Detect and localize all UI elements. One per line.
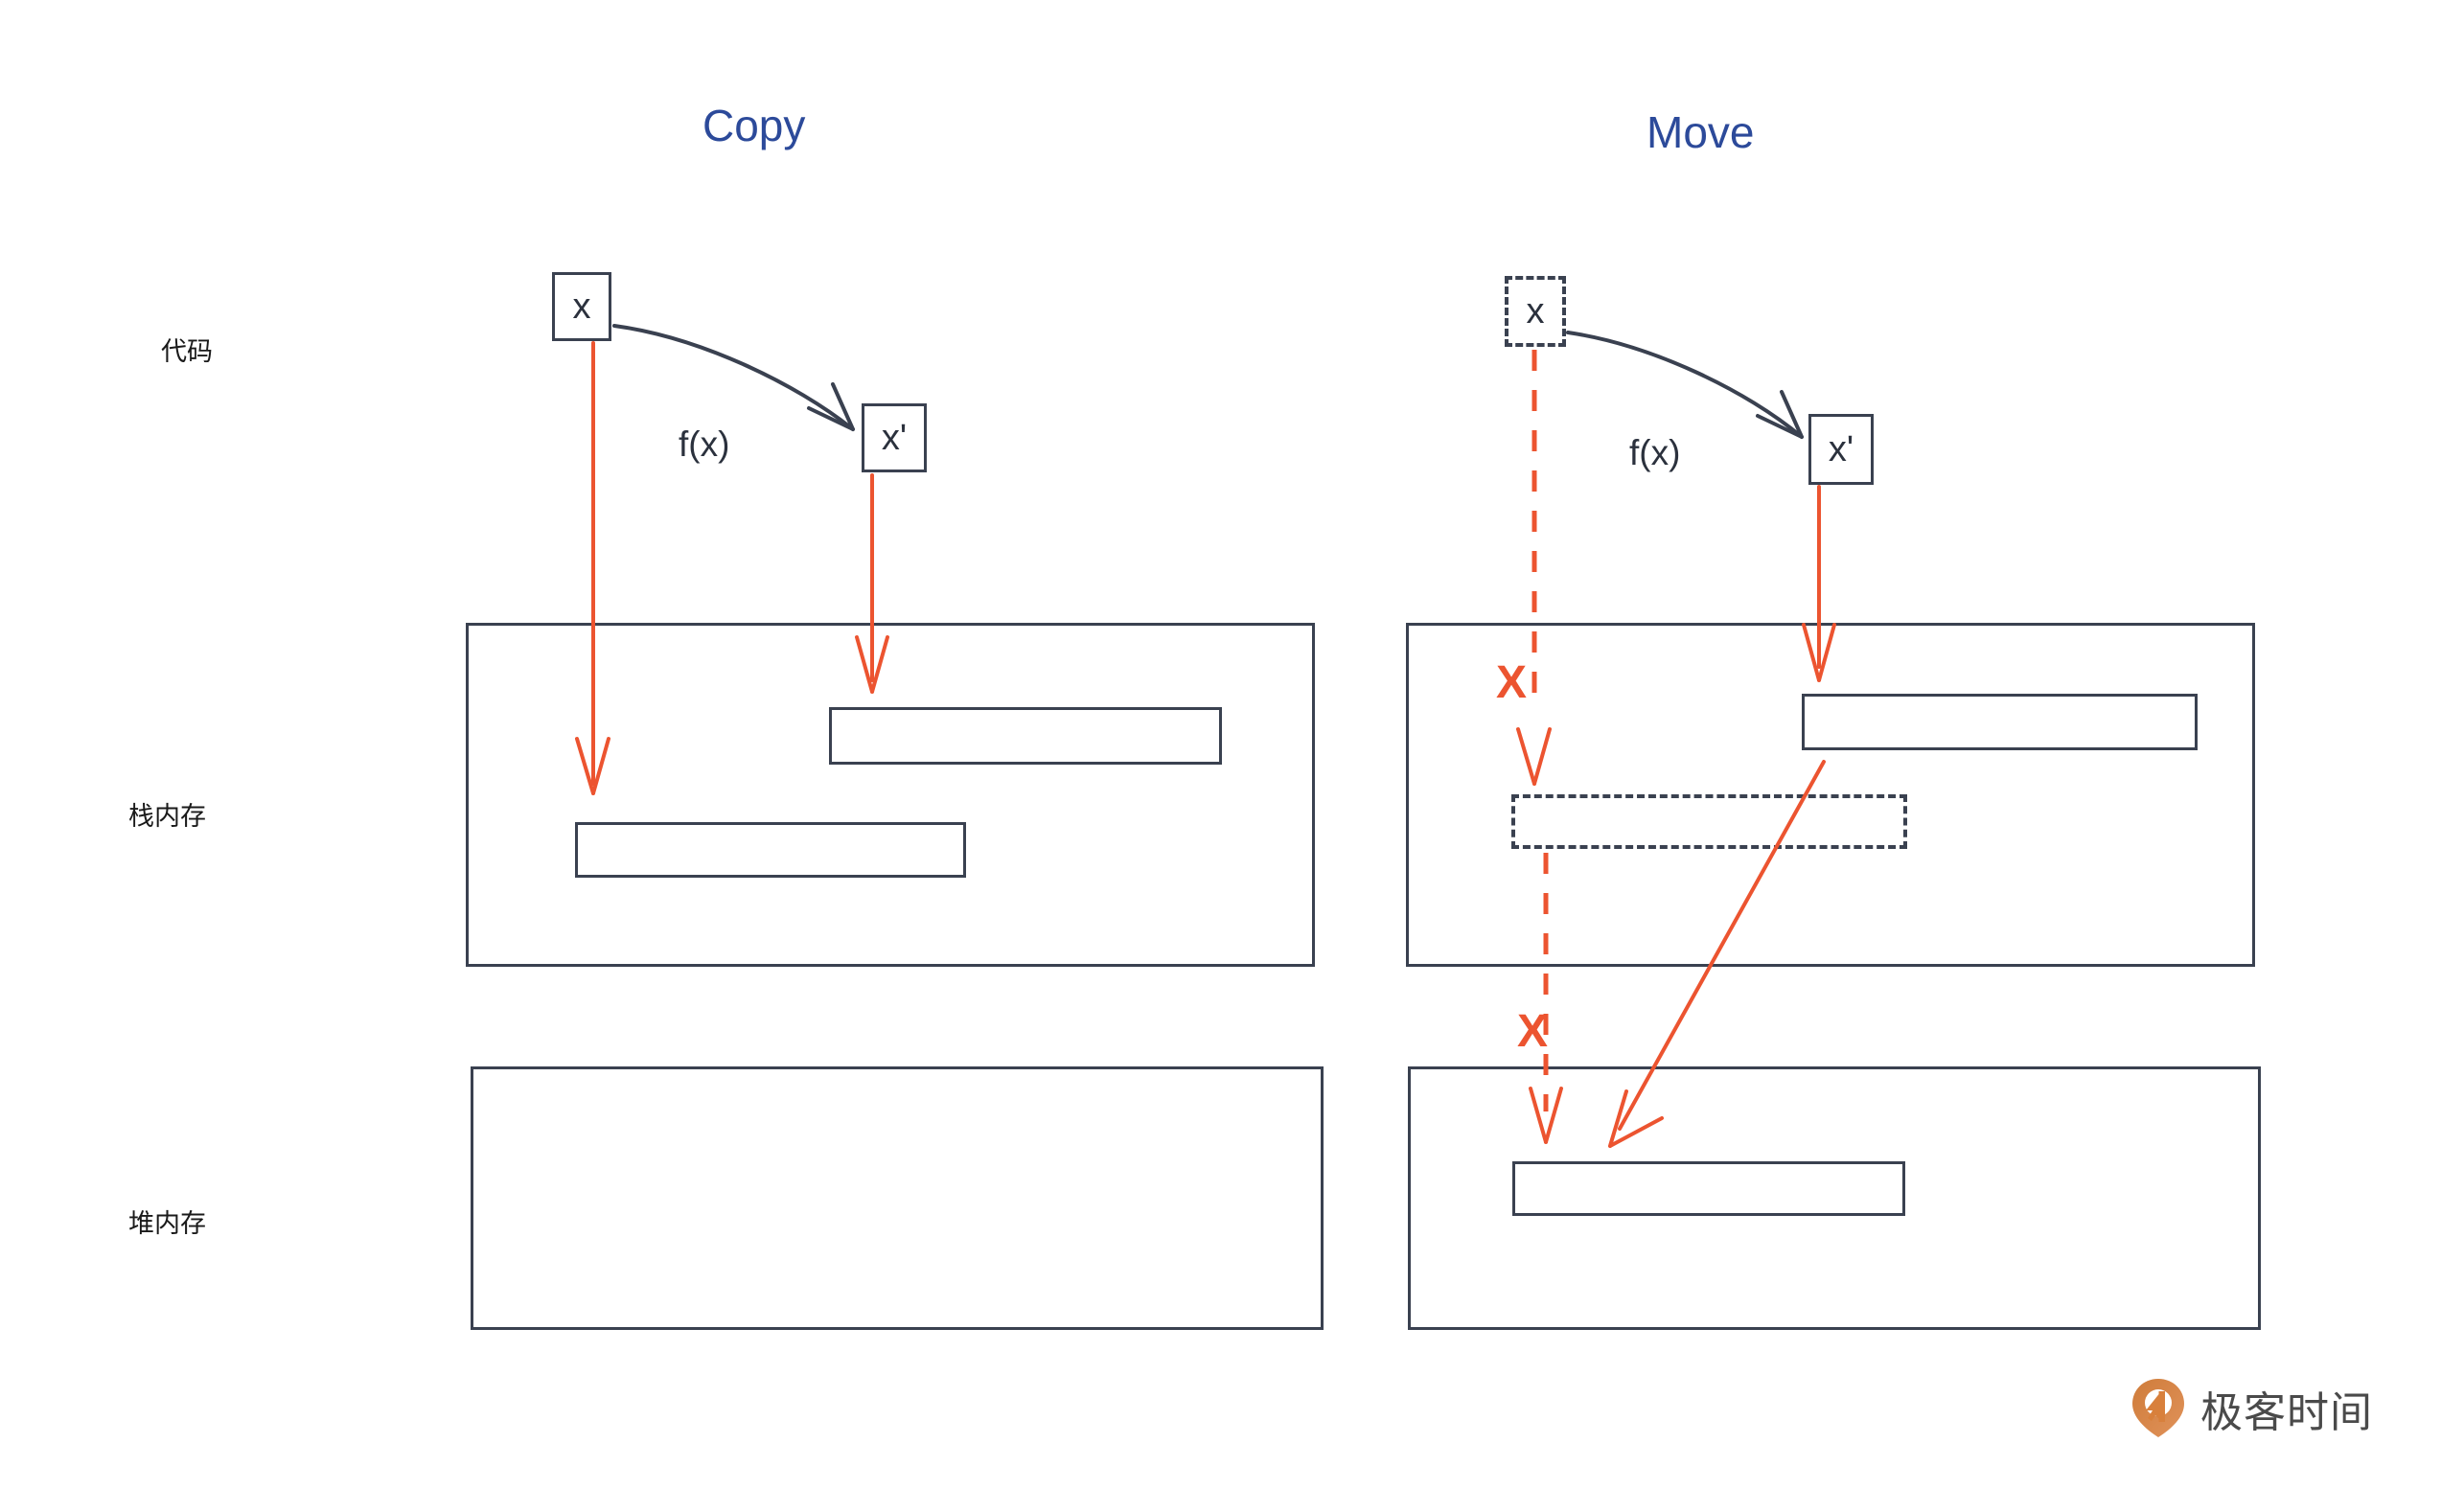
copy-function-label: f(x) — [679, 424, 730, 464]
copy-source-variable-box: x — [552, 272, 611, 341]
move-function-arrow-icon — [1566, 331, 1804, 439]
copy-stack-cell-copied — [829, 707, 1222, 765]
row-label-stack-memory: 栈内存 — [128, 802, 206, 832]
row-label-code: 代码 — [161, 337, 213, 367]
copy-stack-cell-original — [575, 822, 966, 878]
copy-function-arrow-icon — [612, 324, 855, 431]
move-function-label: f(x) — [1629, 433, 1681, 472]
move-heap-cell-data — [1512, 1161, 1905, 1216]
brand-name: 极客时间 — [2200, 1388, 2373, 1437]
copy-result-variable-box: x' — [862, 403, 927, 472]
move-heap-invalid-x-icon: X — [1517, 1006, 1549, 1057]
brand-watermark: 极客时间 — [2130, 1377, 2373, 1440]
move-stack-invalid-x-icon: X — [1496, 657, 1528, 708]
column-title-copy: Copy — [702, 101, 806, 150]
move-stack-cell-new — [1802, 694, 2198, 750]
move-source-variable-box-invalidated: x — [1505, 276, 1566, 347]
copy-heap-memory-region — [471, 1066, 1324, 1330]
geektime-pin-icon — [2132, 1379, 2184, 1437]
column-title-move: Move — [1647, 107, 1755, 157]
copy-stack-memory-region — [466, 623, 1315, 967]
move-stack-cell-invalidated — [1511, 794, 1907, 849]
row-label-heap-memory: 堆内存 — [128, 1209, 206, 1239]
move-result-variable-box: x' — [1808, 414, 1874, 485]
